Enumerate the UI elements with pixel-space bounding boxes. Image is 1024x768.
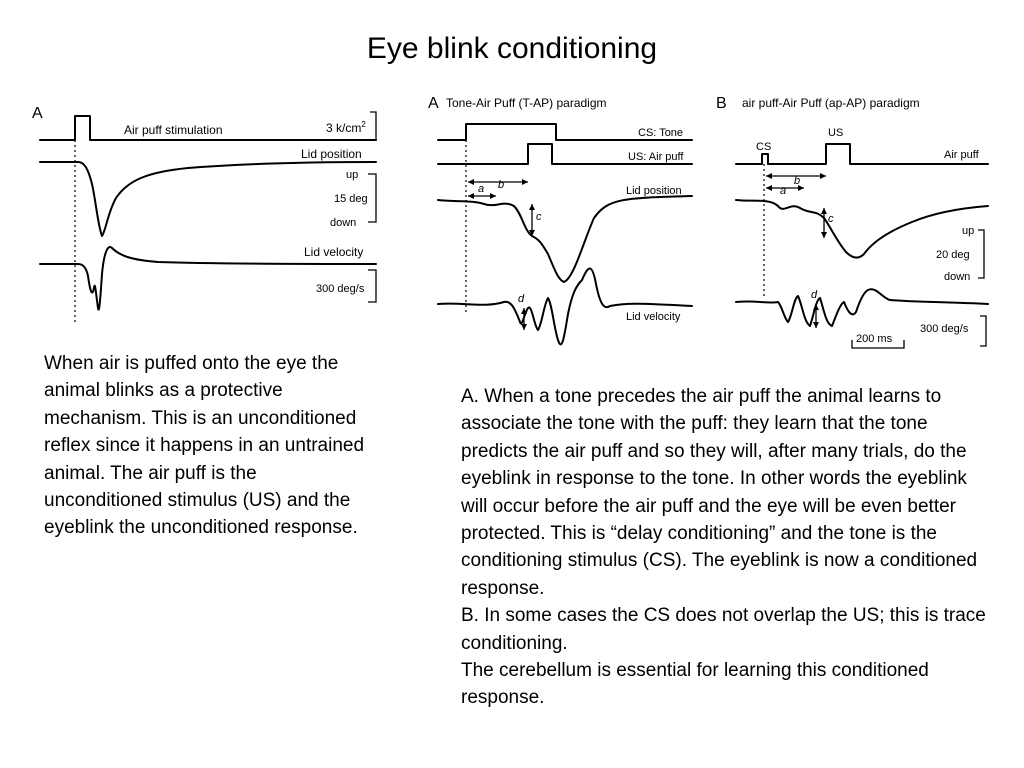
- air-puff-label: Air puff stimulation: [124, 123, 223, 137]
- slide-title: Eye blink conditioning: [366, 32, 658, 65]
- amplitude-c-arrowhead: [821, 208, 827, 238]
- amplitude-c-label: c: [828, 213, 834, 225]
- paragraph-cerebellum: The cerebellum is essential for learning…: [461, 660, 929, 709]
- cs-label: CS: [756, 141, 771, 153]
- unconditioned-reflex-figure: A Air puff stimulation 3 k/cm2 Lid posit…: [32, 105, 377, 322]
- panel-a-title: Tone-Air Puff (T-AP) paradigm: [446, 96, 607, 110]
- velocity-d-arrowhead: [521, 308, 527, 330]
- lid-position-label: Lid position: [301, 147, 362, 161]
- air-puff-scale-bar: [370, 111, 377, 141]
- lid-position-trace: [39, 161, 377, 237]
- lid-velocity-label: Lid velocity: [304, 245, 363, 259]
- velocity-scale-label: 300 deg/s: [920, 323, 969, 335]
- panel-b-letter: B: [716, 95, 727, 112]
- air-puff-scale: 3 k/cm2: [326, 120, 366, 135]
- velocity-d-label: d: [518, 293, 525, 305]
- interval-b-label: b: [498, 179, 504, 191]
- cs-tone-label: CS: Tone: [638, 127, 683, 139]
- delay-conditioning-figure: A Tone-Air Puff (T-AP) paradigm CS: Tone…: [428, 95, 693, 346]
- paragraph-trace-conditioning: B. In some cases the CS does not overlap…: [461, 605, 986, 654]
- lid-position-label: Lid position: [626, 185, 682, 197]
- left-paragraph: When air is puffed onto the eye the anim…: [44, 353, 365, 539]
- lid-up-label: up: [346, 169, 358, 181]
- time-scale-label: 200 ms: [856, 333, 893, 345]
- air-puff-trace: [39, 115, 377, 141]
- interval-b-label: b: [794, 175, 800, 187]
- air-puff-label: Air puff: [944, 149, 980, 161]
- lid-position-trace: [437, 195, 693, 283]
- panel-b-title: air puff-Air Puff (ap-AP) paradigm: [742, 96, 920, 110]
- unconditioned-reflex-text: When air is puffed onto the eye the anim…: [44, 350, 374, 542]
- velocity-scale-label: 300 deg/s: [316, 283, 365, 295]
- us-air-puff-label: US: Air puff: [628, 151, 684, 163]
- paragraph-delay-conditioning: A. When a tone precedes the air puff the…: [461, 386, 978, 599]
- lid-velocity-trace: [735, 288, 989, 327]
- time-scale-bar: [851, 340, 905, 349]
- interval-a-label: a: [780, 185, 786, 197]
- lid-deg-label: 15 deg: [334, 193, 368, 205]
- us-air-puff-trace: [437, 143, 693, 165]
- air-puff-trace: [735, 143, 989, 165]
- panel-label-a: A: [32, 105, 43, 122]
- lid-deg-label: 20 deg: [936, 249, 970, 261]
- lid-down-label: down: [944, 271, 970, 283]
- cs-tone-trace: [437, 123, 693, 141]
- trace-conditioning-figure: B air puff-Air Puff (ap-AP) paradigm CS …: [716, 95, 989, 349]
- us-label: US: [828, 127, 843, 139]
- lid-velocity-trace: [437, 267, 693, 346]
- interval-a-arrowhead: [468, 193, 496, 199]
- panel-a-letter: A: [428, 95, 439, 112]
- amplitude-c-label: c: [536, 211, 542, 223]
- velocity-scale-bar: [980, 315, 987, 347]
- conditioning-explanation-text: A. When a tone precedes the air puff the…: [461, 383, 997, 712]
- lid-up-label: up: [962, 225, 974, 237]
- lid-velocity-label: Lid velocity: [626, 311, 681, 323]
- lid-position-trace: [735, 199, 989, 259]
- velocity-scale-bar: [368, 269, 377, 303]
- lid-down-label: down: [330, 217, 356, 229]
- lid-velocity-trace: [39, 246, 377, 311]
- lid-position-scale-bar: [368, 173, 377, 223]
- velocity-d-label: d: [811, 289, 818, 301]
- velocity-d-arrowhead: [813, 304, 819, 328]
- lid-position-scale-bar: [978, 229, 985, 279]
- interval-b-arrowhead: [766, 173, 826, 179]
- interval-b-arrowhead: [468, 179, 528, 185]
- interval-a-label: a: [478, 183, 484, 195]
